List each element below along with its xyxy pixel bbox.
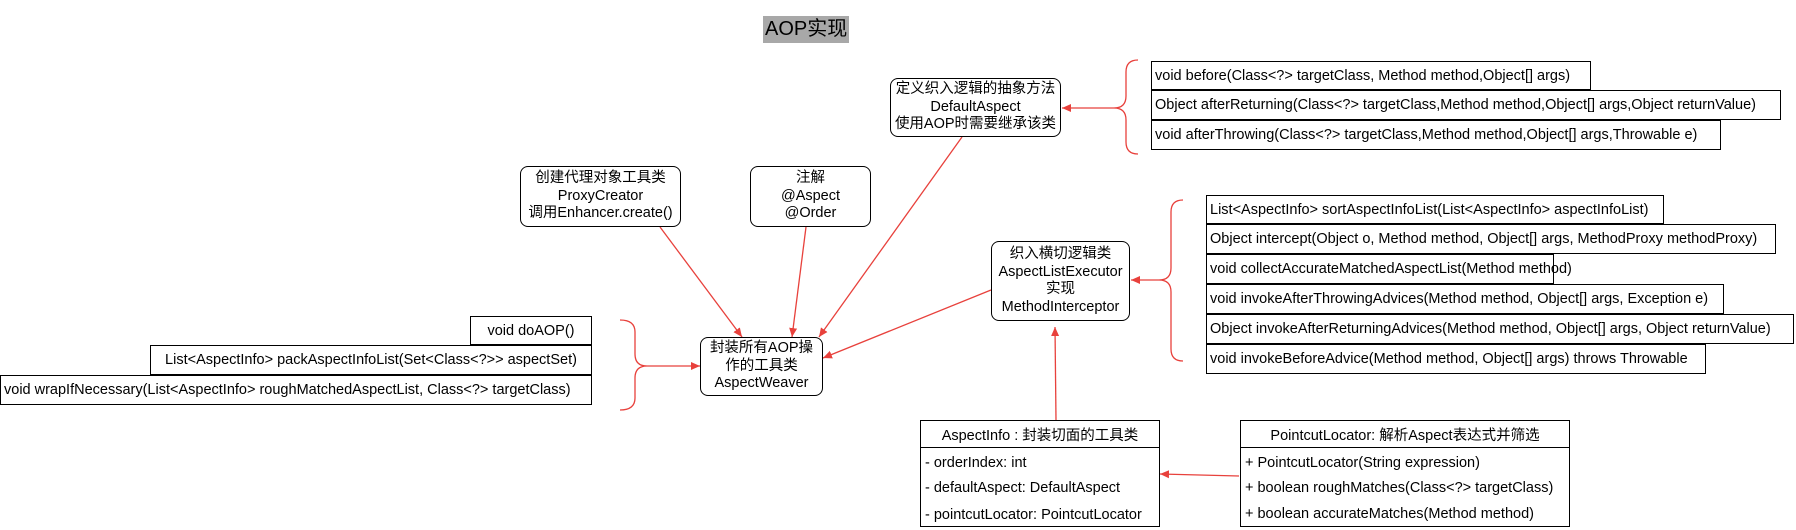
aspect-info-field: - defaultAspect: DefaultAspect xyxy=(925,480,1121,496)
executor-method: Object intercept(Object o, Method method… xyxy=(1206,224,1776,254)
default-aspect-method: Object afterReturning(Class<?> targetCla… xyxy=(1151,90,1781,120)
pointcut-locator-header: PointcutLocator: 解析Aspect表达式并筛选 xyxy=(1241,421,1569,448)
executor-line: 实现 xyxy=(1046,281,1075,297)
aspect-list-executor-node: 织入横切逻辑类 AspectListExecutor 实现 MethodInte… xyxy=(991,241,1130,321)
annotation-line: @Aspect xyxy=(780,187,841,204)
brace-executor xyxy=(1158,199,1184,362)
executor-line: MethodInterceptor xyxy=(1001,298,1120,315)
aspect-weaver-line: 封装所有AOP操 xyxy=(709,340,814,357)
executor-method: Object invokeAfterReturningAdvices(Metho… xyxy=(1206,314,1794,344)
annotation-line: 注解 xyxy=(796,170,825,187)
proxy-creator-line: 创建代理对象工具类 xyxy=(535,170,666,187)
weaver-method: void doAOP() xyxy=(470,316,592,345)
executor-line: 织入横切逻辑类 xyxy=(1009,246,1112,262)
pointcut-locator-method: + PointcutLocator(String expression) xyxy=(1245,455,1480,471)
aspect-info-field: - pointcutLocator: PointcutLocator xyxy=(925,507,1142,523)
default-aspect-method: void before(Class<?> targetClass, Method… xyxy=(1151,61,1591,90)
executor-method: List<AspectInfo> sortAspectInfoList(List… xyxy=(1206,195,1664,224)
weaver-method: void wrapIfNecessary(List<AspectInfo> ro… xyxy=(0,375,592,405)
pointcut-locator-class: PointcutLocator: 解析Aspect表达式并筛选 + Pointc… xyxy=(1240,420,1570,527)
default-aspect-line: 使用AOP时需要继承该类 xyxy=(894,116,1057,133)
proxy-creator-line: ProxyCreator xyxy=(557,187,644,204)
executor-method: void invokeAfterThrowingAdvices(Method m… xyxy=(1206,284,1724,314)
annotation-node: 注解 @Aspect @Order xyxy=(750,166,871,227)
arrow-executor-to-weaver xyxy=(822,289,992,359)
aspect-info-field: - orderIndex: int xyxy=(925,455,1027,471)
annotation-line: @Order xyxy=(784,205,837,222)
aspect-weaver-line: 作的工具类 xyxy=(725,357,798,374)
arrow-aspect-info-to-executor xyxy=(1051,326,1060,421)
arrow-proxy-creator-to-weaver xyxy=(659,226,743,338)
executor-method: void collectAccurateMatchedAspectList(Me… xyxy=(1206,254,1572,284)
arrow-annotation-to-weaver xyxy=(789,226,807,338)
aspect-weaver-node: 封装所有AOP操 作的工具类 AspectWeaver xyxy=(700,337,823,396)
arrow-default-aspect-to-weaver xyxy=(818,136,963,338)
brace-default-aspect xyxy=(1113,59,1139,155)
default-aspect-node: 定义织入逻辑的抽象方法 DefaultAspect 使用AOP时需要继承该类 xyxy=(890,78,1061,137)
weaver-method: List<AspectInfo> packAspectInfoList(Set<… xyxy=(150,345,592,375)
aspect-info-header: AspectInfo : 封装切面的工具类 xyxy=(921,421,1159,448)
proxy-creator-node: 创建代理对象工具类 ProxyCreator 调用Enhancer.create… xyxy=(520,166,681,227)
default-aspect-method: void afterThrowing(Class<?> targetClass,… xyxy=(1151,120,1721,150)
proxy-creator-line: 调用Enhancer.create() xyxy=(528,205,673,222)
executor-method: void invokeBeforeAdvice(Method method, O… xyxy=(1206,344,1706,374)
brace-weaver xyxy=(619,319,648,411)
aspect-weaver-line: AspectWeaver xyxy=(714,375,809,392)
default-aspect-line: DefaultAspect xyxy=(930,98,1021,115)
arrow-pointcut-to-aspect-info xyxy=(1159,470,1240,479)
page-title: AOP实现 xyxy=(763,16,850,43)
aspect-info-class: AspectInfo : 封装切面的工具类 - orderIndex: int … xyxy=(920,420,1160,527)
pointcut-locator-method: + boolean roughMatches(Class<?> targetCl… xyxy=(1245,480,1554,496)
executor-line: AspectListExecutor xyxy=(998,263,1123,280)
pointcut-locator-method: + boolean accurateMatches(Method method) xyxy=(1245,506,1534,522)
default-aspect-line: 定义织入逻辑的抽象方法 xyxy=(895,81,1056,98)
